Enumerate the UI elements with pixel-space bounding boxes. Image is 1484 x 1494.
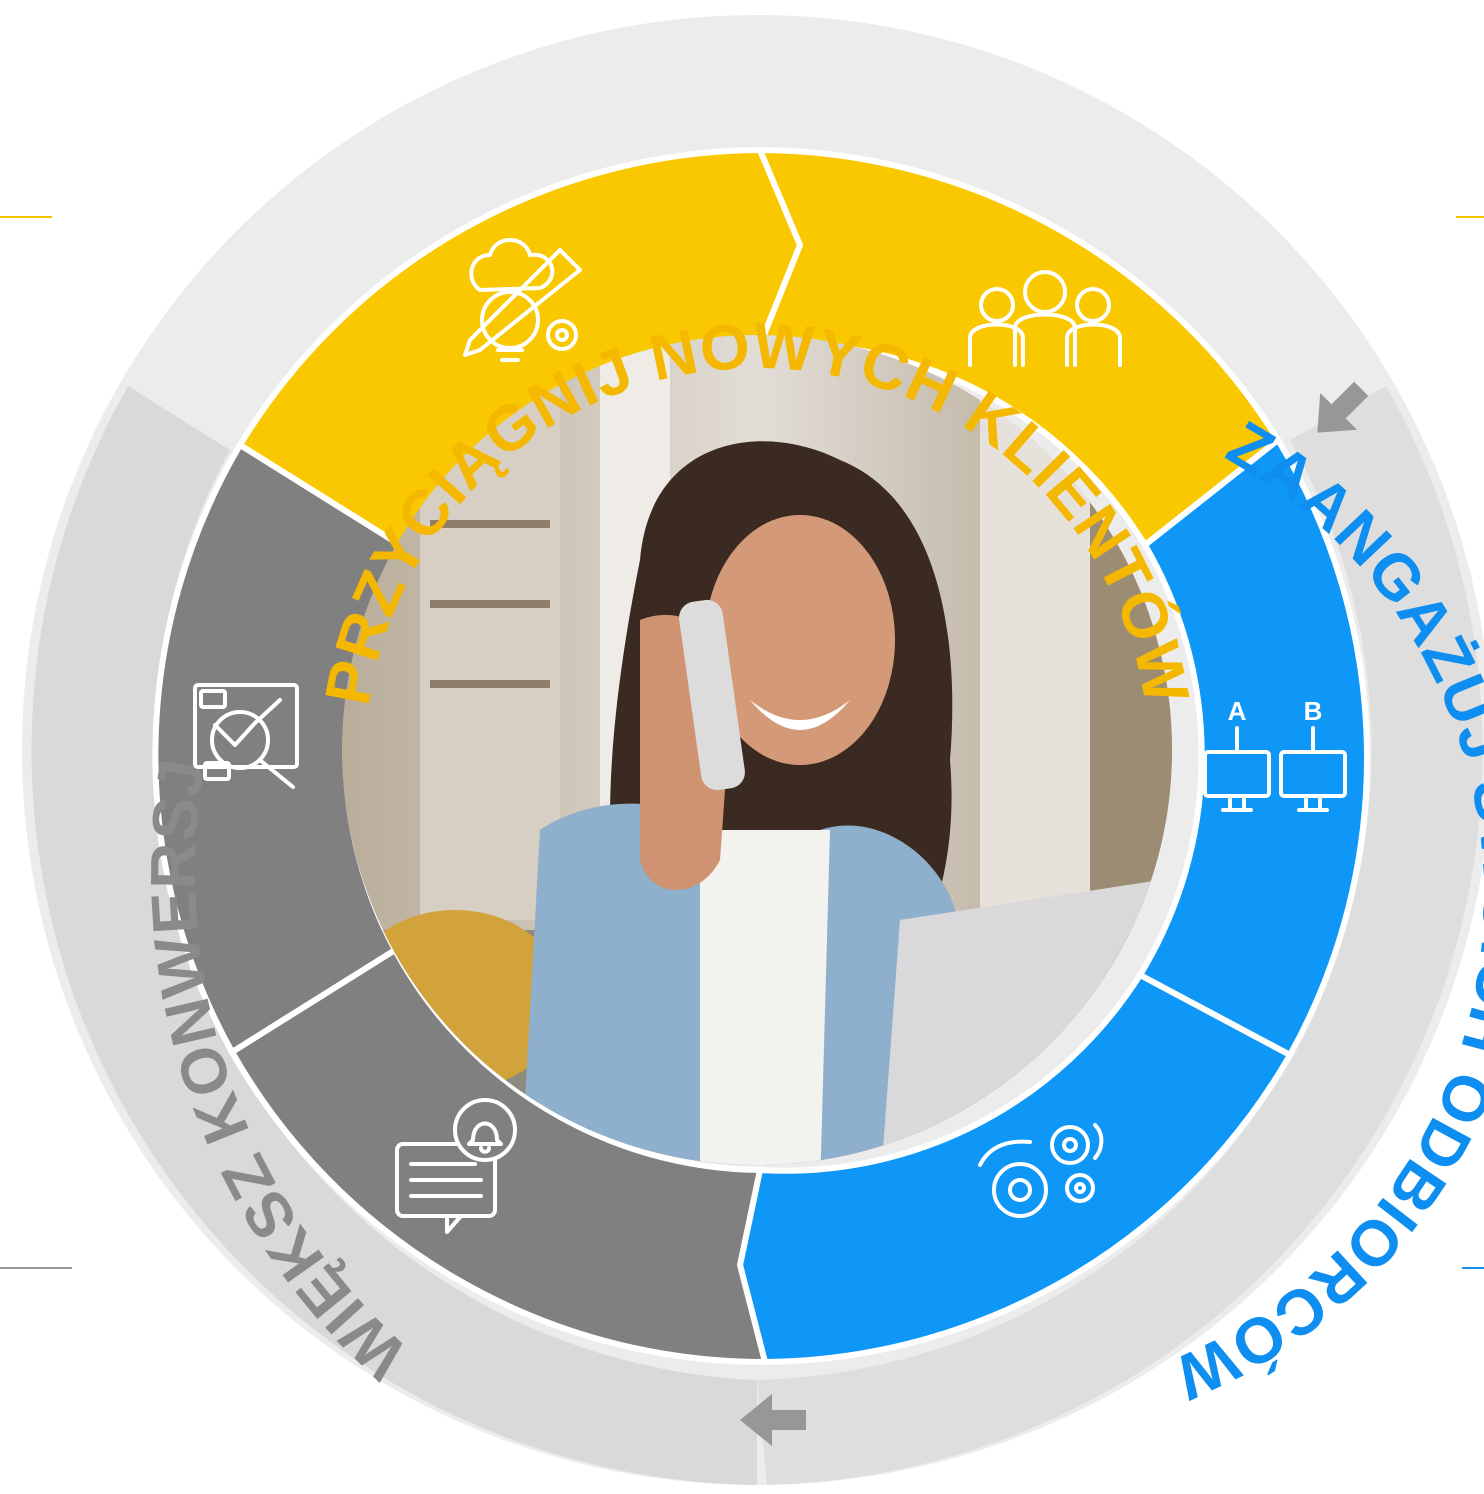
- right-top-accent-line: [1456, 216, 1484, 218]
- outer-ring-left-shade: [31, 386, 757, 1485]
- svg-text:A: A: [1228, 696, 1247, 726]
- left-top-accent-line: [0, 216, 52, 218]
- chat-notification-icon: [395, 1098, 517, 1234]
- outer-ring-right-shade: [757, 386, 1483, 1485]
- left-bottom-accent-line: [0, 1267, 72, 1269]
- brainstorm-idea-icon: [463, 238, 582, 362]
- team-people-icon: [968, 270, 1122, 367]
- segment-engage-1: [1135, 435, 1370, 1060]
- svg-text:B: B: [1304, 696, 1323, 726]
- photo-woman-on-phone: [342, 335, 1172, 1165]
- arrow-left-bottom: [740, 1394, 806, 1446]
- automation-gears-icon: [978, 1123, 1104, 1218]
- arrow-down-right: [1317, 381, 1369, 433]
- ab-test-monitors-icon: A B: [1203, 696, 1347, 812]
- right-bottom-accent-line: [1462, 1267, 1484, 1269]
- analytics-search-icon: [193, 683, 299, 789]
